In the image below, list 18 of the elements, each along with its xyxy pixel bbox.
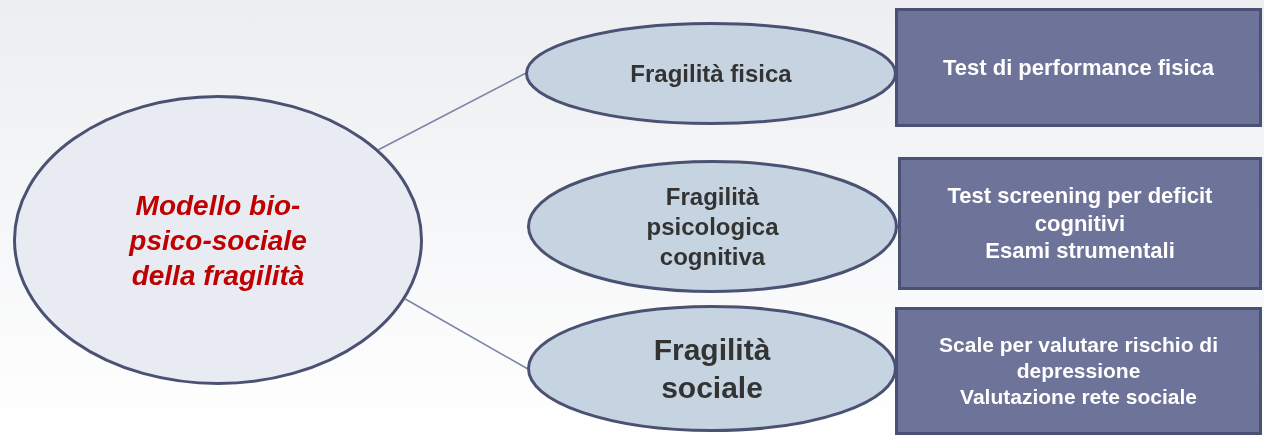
method-box [898,157,1262,290]
connector-line [404,298,528,370]
ellipse-node [525,22,897,125]
category-label: Fragilità psicologica cognitiva [645,181,780,272]
ellipse-node [527,305,897,432]
method-text: Valutazione rete sociale [960,384,1197,411]
method-box [895,307,1262,435]
category-label: Fragilità fisica [630,58,792,89]
method-text: Test di performance fisica [943,53,1214,82]
method-text: Esami strumentali [985,237,1175,265]
title-text: Modello bio-psico-sociale della fragilità [127,188,308,293]
ellipse-node [527,160,898,293]
method-text: Test screening per deficit cognitivi [946,182,1214,238]
method-text: Scale per valutare rischio di depressione [938,331,1219,384]
method-box [895,8,1262,127]
ellipse-node [13,95,423,385]
category-label: Fragilità sociale [652,332,772,406]
connector-line [377,72,526,151]
